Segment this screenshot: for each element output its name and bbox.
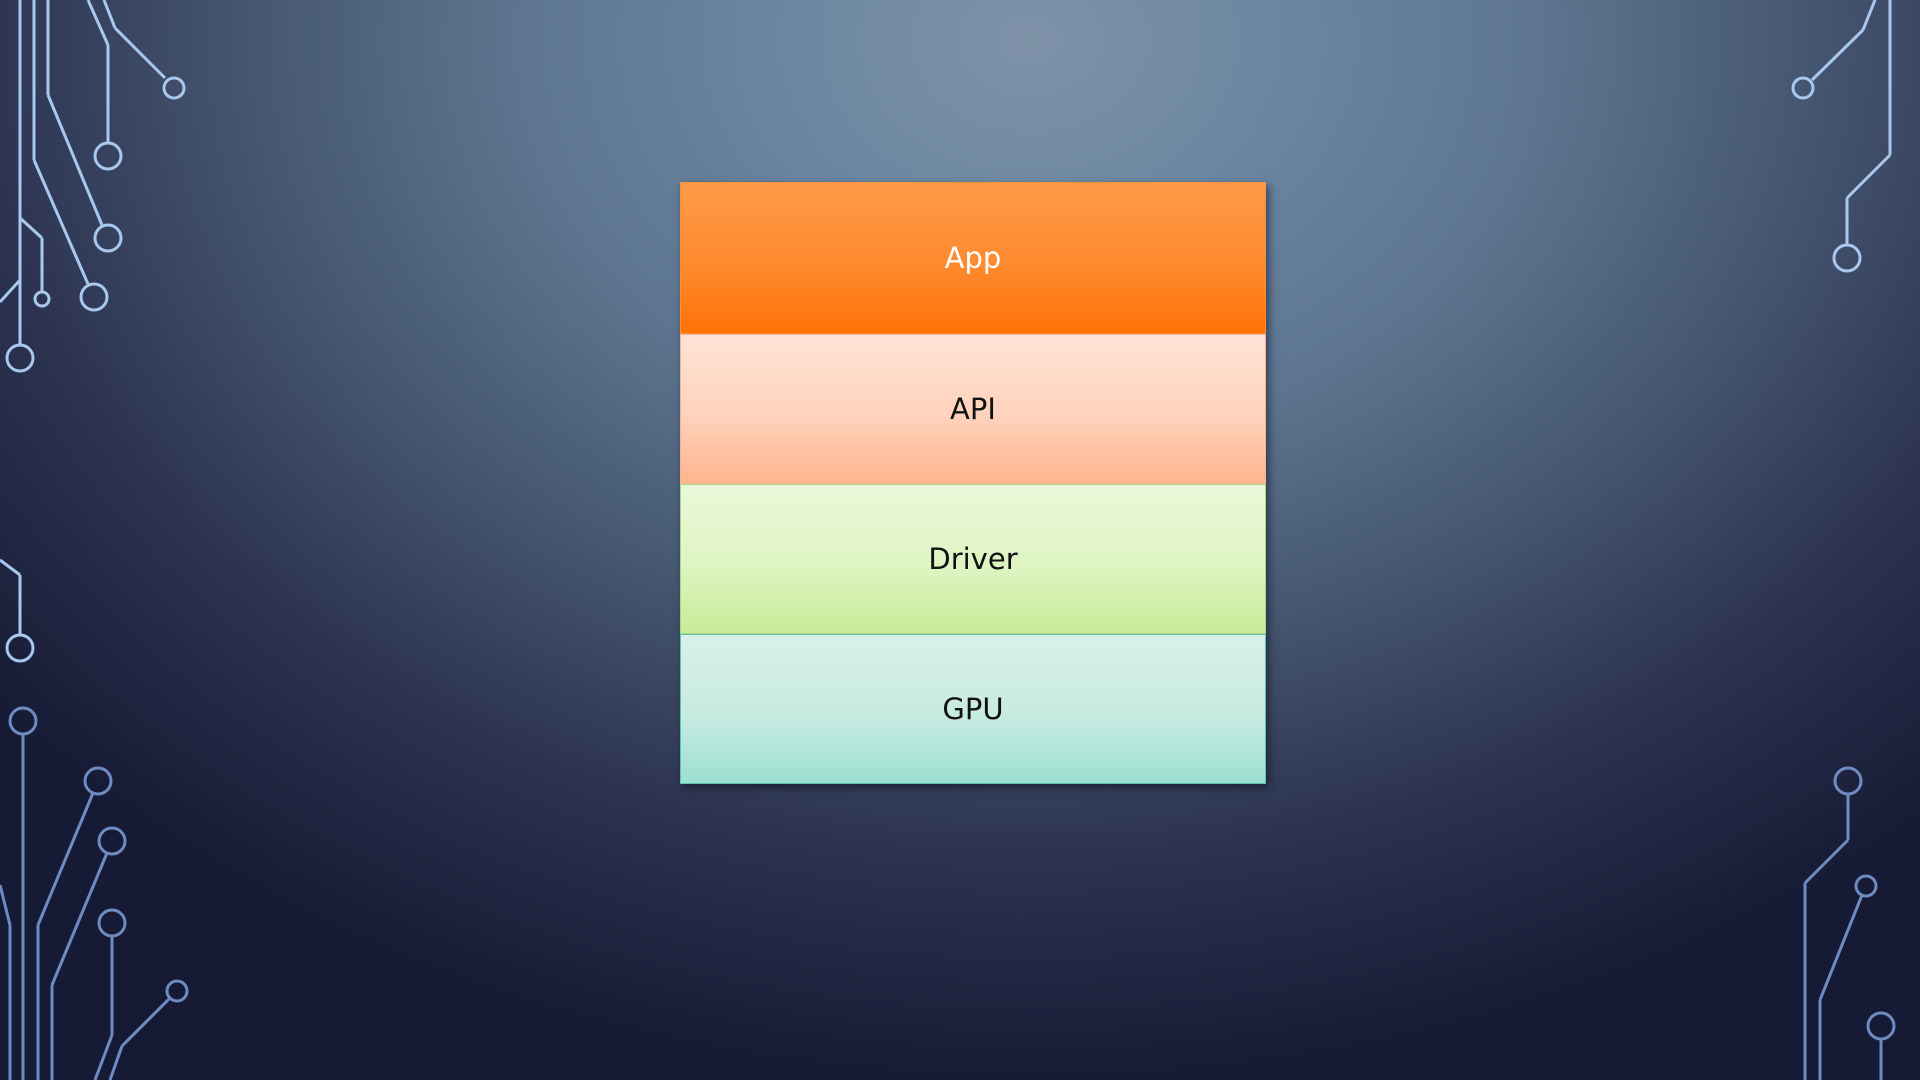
layer-api: API xyxy=(680,334,1266,484)
layer-stack-diagram: App API Driver GPU xyxy=(680,182,1266,784)
layer-driver-label: Driver xyxy=(928,542,1018,576)
layer-api-label: API xyxy=(950,392,996,426)
layer-gpu: GPU xyxy=(680,634,1266,784)
layer-app: App xyxy=(680,182,1266,334)
layer-app-label: App xyxy=(944,241,1002,275)
layer-driver: Driver xyxy=(680,484,1266,634)
layer-gpu-label: GPU xyxy=(942,692,1004,726)
